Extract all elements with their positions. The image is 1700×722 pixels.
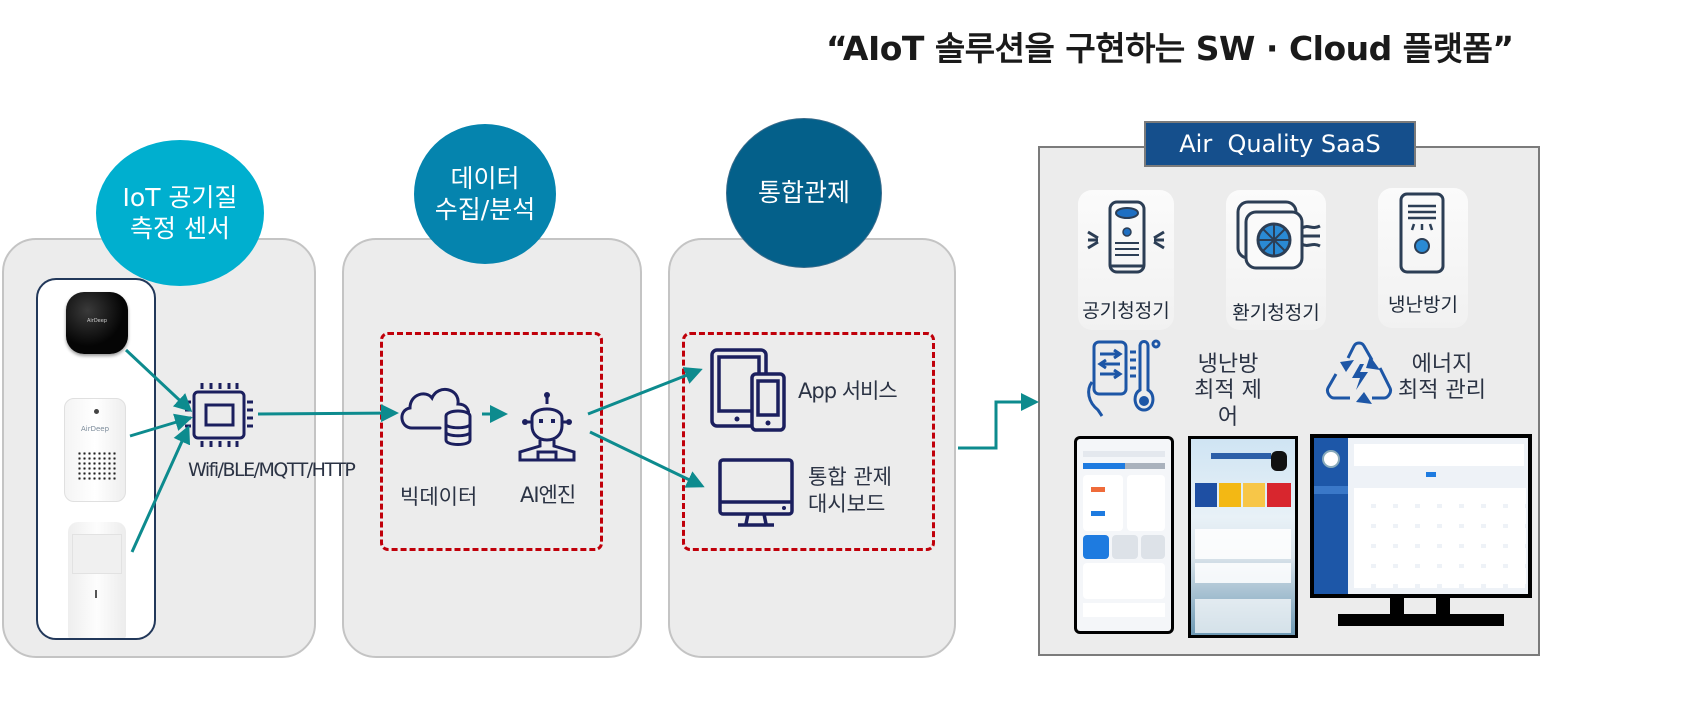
feature-label-energy: 에너지 최적 관리 bbox=[1398, 352, 1486, 404]
device-label: 환기청정기 bbox=[1232, 302, 1320, 324]
airdeep-hub-device: AirDeep bbox=[66, 292, 128, 354]
monitor-icon bbox=[718, 458, 794, 527]
bigdata-label: 빅데이터 bbox=[400, 485, 478, 509]
cloud-database-icon bbox=[400, 388, 472, 446]
saas-title: Air Quality SaaS bbox=[1144, 121, 1416, 167]
ai-robot-icon bbox=[518, 392, 576, 462]
airdeep-indoor-sensor-device: AirDeep bbox=[64, 398, 126, 502]
airbems-web-screenshot bbox=[1188, 436, 1298, 638]
tablet-phone-icon bbox=[710, 348, 786, 432]
ventilator-icon bbox=[1236, 200, 1321, 270]
chip-icon bbox=[185, 383, 253, 447]
control-panel bbox=[668, 238, 956, 658]
thermostat-control-icon bbox=[1087, 339, 1161, 417]
stage-circle-sensor: IoT 공기질 측정 센서 bbox=[96, 140, 264, 286]
app-service-label: App 서비스 bbox=[798, 379, 898, 403]
monitor-stand bbox=[1384, 598, 1456, 616]
speaker-grille bbox=[77, 451, 117, 481]
motion-sensor-device bbox=[68, 522, 126, 638]
monitor-base bbox=[1338, 614, 1504, 626]
device-label: 냉난방기 bbox=[1388, 294, 1458, 316]
device-tile-air-conditioner[interactable]: 냉난방기 bbox=[1378, 188, 1468, 328]
feature-label-hvac: 냉난방 최적 제 어 bbox=[1194, 352, 1262, 430]
stage-circle-control: 통합관제 bbox=[726, 118, 882, 268]
device-tile-ventilator[interactable]: 환기청정기 bbox=[1226, 190, 1326, 330]
energy-recycle-icon bbox=[1326, 341, 1392, 404]
dashboard-label: 통합 관제 대시보드 bbox=[808, 465, 892, 517]
device-brand-label: AirDeep bbox=[80, 425, 110, 433]
device-brand-label: AirDeep bbox=[86, 318, 108, 324]
device-tile-air-purifier[interactable]: 공기청정기 bbox=[1078, 190, 1174, 330]
device-label: 공기청정기 bbox=[1082, 300, 1170, 322]
page-title: “AIoT 솔루션을 구현하는 SW · Cloud 플랫폼” bbox=[826, 29, 1514, 68]
protocol-label: Wifi/BLE/MQTT/HTTP bbox=[188, 459, 356, 481]
arrow-control-to-saas bbox=[958, 393, 1039, 450]
air-purifier-icon bbox=[1087, 200, 1165, 274]
dashboard-card-grid bbox=[1354, 488, 1526, 588]
ai-engine-label: AI엔진 bbox=[520, 483, 576, 507]
stage-circle-data: 데이터 수집/분석 bbox=[414, 124, 556, 264]
dashboard-monitor-screenshot bbox=[1310, 434, 1532, 598]
mobile-app-screenshot bbox=[1074, 436, 1174, 634]
air-conditioner-icon bbox=[1399, 192, 1445, 274]
